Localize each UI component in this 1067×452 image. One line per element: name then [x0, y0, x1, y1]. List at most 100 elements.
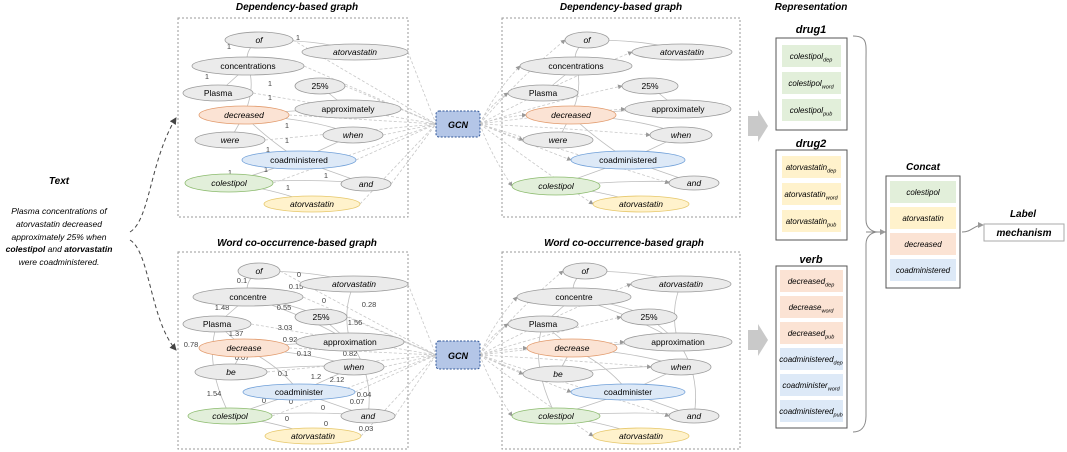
dep-right-node-label-were: were — [549, 135, 568, 145]
text-line-4: colestipol and atorvastatin — [6, 244, 113, 254]
dep-left-node-colestipol: colestipol — [184, 173, 274, 193]
cooc-left-node-when: when — [323, 358, 385, 376]
cooc-to-gcn-approximation — [403, 341, 437, 356]
label-box — [983, 223, 1065, 242]
cooc-to-gcn-of — [279, 270, 437, 356]
edge-weights: 1111111111111100.10.151.480.5500.281.373… — [184, 33, 377, 433]
cooc-weight-18: 1.54 — [207, 389, 222, 398]
dep-right-node-when: when — [649, 126, 713, 144]
dep-right-node-approximately: approximately — [624, 99, 732, 119]
dep-left-node-concentrations: concentrations — [191, 56, 305, 76]
cooc-weight-0: 0 — [297, 270, 301, 279]
dep-right-node-label-and: and — [687, 178, 701, 188]
verb-item-label-2: decreasedpub — [788, 329, 835, 341]
cooc-right-node-label-and: and — [687, 411, 701, 421]
cooc-left-node-of: of — [237, 262, 281, 280]
cooc-right-node-label-of: of — [581, 266, 590, 276]
cooc-weight-1: 0.1 — [237, 276, 247, 285]
dep-left-node-pct: 25% — [294, 77, 346, 95]
dep-left-node-label-colestipol: colestipol — [211, 178, 248, 188]
text-title: Text — [49, 176, 70, 187]
dep-left-node-label-coadministered: coadministered — [270, 155, 328, 165]
cooc-right-node-plasma: Plasma — [507, 315, 579, 333]
cooc-from-gcn-of — [479, 270, 564, 356]
cooc-left-node-approximation: approximation — [295, 332, 405, 352]
dep-right-node-label-of: of — [583, 35, 592, 45]
concat-item-2: decreased — [890, 233, 956, 255]
dep-left-node-label-atorvastatin1: atorvastatin — [333, 47, 377, 57]
drug1-item-label-0: colestipoldep — [790, 52, 833, 64]
dep-left-node-label-were: were — [221, 135, 240, 145]
cooc-to-gcn-colestipol — [271, 354, 437, 417]
dep-to-gcn-of — [292, 39, 437, 125]
dep-from-gcn-of — [479, 39, 566, 125]
cooc-left-node-label-plasma: Plasma — [203, 319, 232, 329]
text-to-cooc-arrow — [129, 239, 177, 351]
cooc-right-node-label-plasma: Plasma — [529, 319, 558, 329]
text-line-3: approximately 25% when — [12, 232, 107, 242]
cooc-left-node-label-colestipol: colestipol — [212, 411, 249, 421]
cooc-to-gcn-coadminister — [354, 354, 437, 393]
dep-right-node-and: and — [668, 175, 720, 191]
cooc-weight-9: 1.56 — [348, 318, 363, 327]
dep-left-node-label-and: and — [359, 179, 373, 189]
dep-right-node-atorvastatin1: atorvastatin — [631, 43, 733, 61]
panel-to-rep-arrow-top — [748, 110, 768, 142]
dep-left-node-label-approximately: approximately — [322, 104, 376, 114]
drug1-item-label-1: colestipolword — [788, 79, 834, 91]
concat-title: Concat — [906, 162, 941, 173]
gcn-label-bottom: GCN — [448, 351, 469, 361]
cooc-from-gcn-atorvastatin2 — [479, 354, 594, 437]
gcn-label-top: GCN — [448, 120, 469, 130]
text-to-dep-arrow — [129, 117, 177, 233]
label-value: mechanism — [996, 228, 1051, 239]
dep-graph-title-right: Dependency-based graph — [560, 2, 682, 13]
cooc-weight-23: 0.07 — [350, 397, 365, 406]
drug2-item-label-1: atorvastatinword — [784, 190, 838, 202]
cooc-from-gcn-concentre — [479, 296, 518, 356]
dep-to-gcn-and — [390, 123, 437, 185]
cooc-weight-26: 0.03 — [359, 424, 374, 433]
text-line-5: were coadministered. — [19, 257, 100, 267]
cooc-graph-title-right: Word co-occurrence-based graph — [544, 238, 704, 249]
dep-left-node-coadministered: coadministered — [241, 150, 357, 170]
cooc-to-gcn-concentre — [302, 296, 437, 356]
cooc-weight-10: 0.78 — [184, 340, 199, 349]
gcn-box-bottom: GCN — [435, 340, 481, 370]
dep-left-node-plasma: Plasma — [182, 84, 254, 102]
dep-from-gcn-coadministered — [479, 123, 572, 161]
dep-right-node-label-approximately: approximately — [652, 104, 706, 114]
cooc-left-node-label-and: and — [361, 411, 375, 421]
dep-weight-3: 1 — [268, 79, 272, 88]
cooc-left-node-plasma: Plasma — [182, 315, 252, 333]
cooc-to-gcn-and — [394, 354, 437, 417]
cooc-weight-16: 1.2 — [311, 372, 321, 381]
cooc-right-node-label-decrease: decrease — [555, 343, 590, 353]
verb-item-label-0: decreaseddep — [788, 277, 835, 289]
cooc-left-node-label-decrease: decrease — [227, 343, 262, 353]
drug1-item-1: colestipolword — [782, 72, 841, 94]
dep-left-node-atorvastatin2: atorvastatin — [263, 195, 361, 213]
drug1-items: colestipoldep colestipolword colestipolpub — [782, 45, 841, 121]
cooc-to-gcn-atorvastatin2 — [360, 354, 437, 437]
drug1-item-2: colestipolpub — [782, 99, 841, 121]
cooc-to-gcn-atorvastatin1 — [407, 283, 437, 356]
cooc-weight-6: 0.28 — [362, 300, 377, 309]
cooc-to-gcn-plasma — [250, 323, 437, 356]
dep-to-gcn-decreased — [288, 114, 437, 125]
dep-graph-panel-right — [501, 17, 741, 218]
dep-left-node-label-atorvastatin2: atorvastatin — [290, 199, 334, 209]
dep-weight-12: 1 — [228, 168, 232, 177]
dep-left-node-label-pct: 25% — [311, 81, 328, 91]
cooc-graph-panel-left — [177, 251, 409, 450]
verb-title: verb — [799, 254, 823, 266]
cooc-right-node-label-colestipol: colestipol — [538, 411, 575, 421]
dep-right-node-were: were — [522, 131, 594, 149]
cooc-left-node-decrease: decrease — [198, 338, 290, 358]
dep-right-node-colestipol: colestipol — [511, 176, 601, 196]
concat-item-label-1: atorvastatin — [902, 214, 944, 223]
cooc-weight-3: 1.48 — [215, 303, 230, 312]
dep-right-node-label-plasma: Plasma — [529, 88, 558, 98]
cooc-left-node-pct: 25% — [294, 308, 348, 326]
